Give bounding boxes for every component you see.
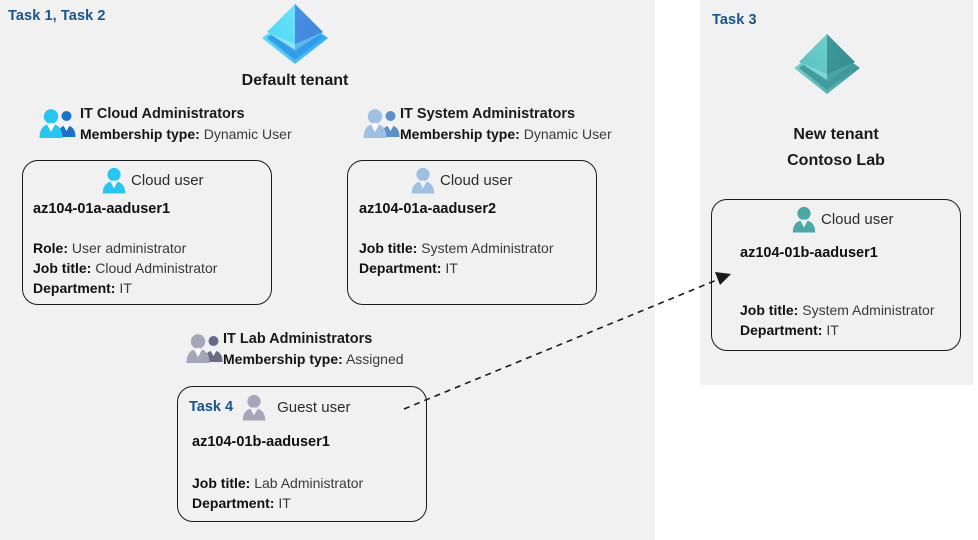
user-attributes: Role: User administrator Job title: Clou… [33,238,217,298]
default-tenant-panel [0,0,655,540]
group-membership-label: Membership type: [400,126,520,142]
user-attributes: Job title: System Administrator Departme… [359,238,554,278]
attribute-label: Job title: [33,260,92,276]
attribute-value: IT [278,495,291,511]
user-card-header: Cloud user [410,166,513,194]
group-membership-value: Dynamic User [523,126,612,142]
group-users-icon-system-admins [362,107,402,139]
attribute-row: Department: IT [33,278,217,298]
attribute-row: Job title: System Administrator [740,300,935,320]
user-principal-name: az104-01a-aaduser1 [33,201,171,217]
attribute-label: Job title: [192,475,251,491]
attribute-row: Job title: Cloud Administrator [33,258,217,278]
user-card-aaduser1-new-tenant[interactable] [711,199,961,351]
group-membership-label: Membership type: [223,351,343,367]
group-block-cloud-admins: IT Cloud Administrators Membership type:… [80,105,292,144]
task-label-3: Task 3 [712,12,757,28]
attribute-row: Department: IT [359,258,554,278]
attribute-value: IT [119,280,132,296]
group-membership-type: Membership type: Assigned [223,349,404,369]
cloud-user-icon [791,205,817,233]
user-card-header: Task 4 Guest user [189,393,350,421]
user-type-label: Cloud user [131,171,204,189]
attribute-row: Job title: Lab Administrator [192,473,363,493]
attribute-label: Job title: [740,302,799,318]
attribute-label: Job title: [359,240,418,256]
attribute-label: Department: [740,322,823,338]
azure-ad-tenant-icon-new [791,32,863,94]
group-membership-type: Membership type: Dynamic User [400,124,612,144]
group-membership-label: Membership type: [80,126,200,142]
group-name: IT Lab Administrators [223,331,373,347]
user-principal-name: az104-01b-aaduser1 [192,434,330,450]
default-tenant-caption: Default tenant [241,72,349,89]
attribute-label: Department: [192,495,275,511]
cloud-user-icon [101,166,127,194]
group-name: IT Cloud Administrators [80,106,245,122]
task-label-4: Task 4 [189,399,234,415]
attribute-row: Job title: System Administrator [359,238,554,258]
attribute-value: System Administrator [421,240,554,256]
user-card-aaduser1-guest[interactable] [177,386,427,522]
attribute-value: System Administrator [802,302,935,318]
guest-user-icon [241,393,267,421]
attribute-label: Role: [33,240,68,256]
attribute-row: Department: IT [192,493,363,513]
attribute-value: IT [445,260,458,276]
group-users-icon-cloud-admins [38,107,78,139]
attribute-value: User administrator [71,240,187,256]
user-attributes: Job title: Lab Administrator Department:… [192,473,363,513]
attribute-label: Department: [33,280,116,296]
attribute-value: IT [826,322,839,338]
user-card-header: Cloud user [101,166,204,194]
attribute-label: Department: [359,260,442,276]
attribute-row: Department: IT [740,320,935,340]
user-type-label: Cloud user [821,210,894,228]
task-label-1-2: Task 1, Task 2 [8,8,106,24]
new-tenant-caption-line2: Contoso Lab [787,152,885,169]
user-card-aaduser1-cloud[interactable] [22,160,272,305]
user-type-label: Cloud user [440,171,513,189]
attribute-value: Lab Administrator [254,475,364,491]
group-membership-type: Membership type: Dynamic User [80,124,292,144]
user-principal-name: az104-01b-aaduser1 [740,245,878,261]
azure-ad-tenant-icon-default [259,2,331,64]
user-principal-name: az104-01a-aaduser2 [359,201,497,217]
group-membership-value: Dynamic User [203,126,292,142]
user-type-label: Guest user [277,398,351,416]
group-name: IT System Administrators [400,106,576,122]
user-attributes: Job title: System Administrator Departme… [740,300,935,340]
group-membership-value: Assigned [345,351,404,367]
attribute-row: Role: User administrator [33,238,217,258]
group-block-system-admins: IT System Administrators Membership type… [400,105,612,144]
user-card-header: Cloud user [791,205,894,233]
attribute-value: Cloud Administrator [95,260,218,276]
new-tenant-caption-line1: New tenant [793,126,879,143]
group-block-lab-admins: IT Lab Administrators Membership type: A… [223,330,404,369]
group-users-icon-lab-admins [185,332,225,364]
cloud-user-icon [410,166,436,194]
